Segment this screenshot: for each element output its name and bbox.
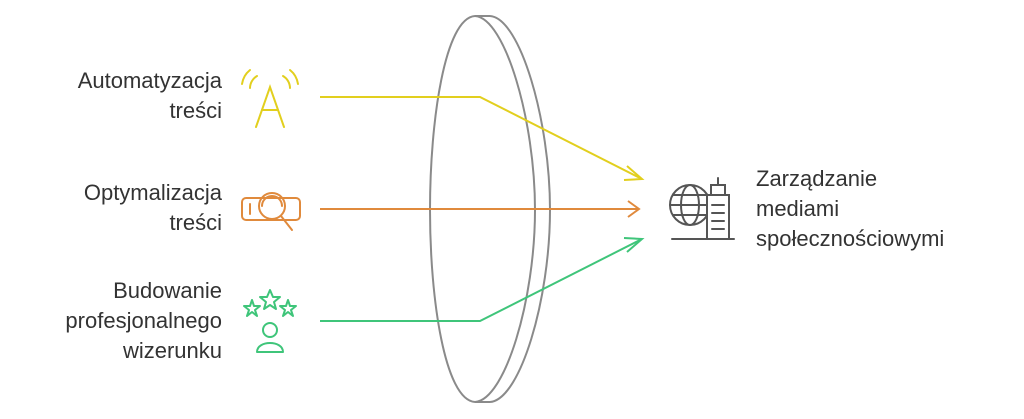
flow-arrow-1 xyxy=(320,96,645,181)
output-label-line: Zarządzanie xyxy=(756,166,878,191)
input-label-line: wizerunku xyxy=(122,338,222,363)
vr-headset-search-icon xyxy=(241,192,301,231)
globe-building-icon xyxy=(669,177,735,240)
input-label-line: Automatyzacja xyxy=(77,68,222,93)
broadcast-tower-icon xyxy=(241,69,299,128)
flow-arrow-3 xyxy=(320,237,645,322)
output-label-social-media: Zarządzanie mediami społecznościowymi xyxy=(756,164,1016,254)
input-label-line: treści xyxy=(169,210,222,235)
input-label-line: Optymalizacja xyxy=(83,180,222,205)
input-label-line: treści xyxy=(169,98,222,123)
input-label-optimization: Optymalizacja treści xyxy=(22,178,222,238)
output-label-line: społecznościowymi xyxy=(756,226,945,251)
flow-arrow-2 xyxy=(320,200,641,218)
output-label-line: mediami xyxy=(756,196,840,221)
input-label-branding: Budowanie profesjonalnego wizerunku xyxy=(22,276,222,366)
input-label-line: Budowanie xyxy=(113,278,222,303)
input-label-line: profesjonalnego xyxy=(65,308,222,333)
input-label-automation: Automatyzacja treści xyxy=(22,66,222,126)
person-stars-icon xyxy=(243,289,297,353)
